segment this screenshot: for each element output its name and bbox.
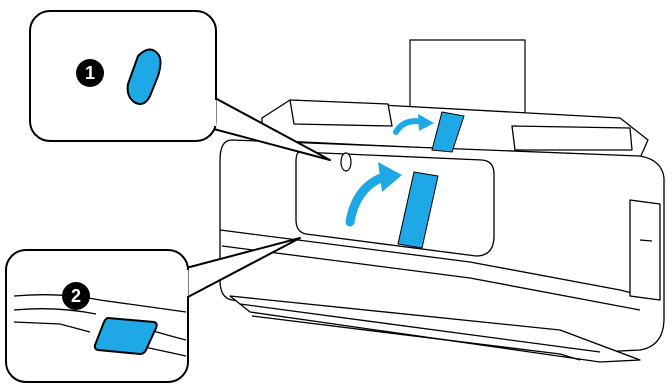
step-number-1: 1: [85, 63, 95, 83]
oval-slot-icon: [341, 153, 351, 171]
blue-card-mark-on-output-tray-icon: [95, 318, 157, 354]
step-number-2: 2: [71, 286, 81, 306]
callout-step-1: 1: [30, 11, 330, 160]
